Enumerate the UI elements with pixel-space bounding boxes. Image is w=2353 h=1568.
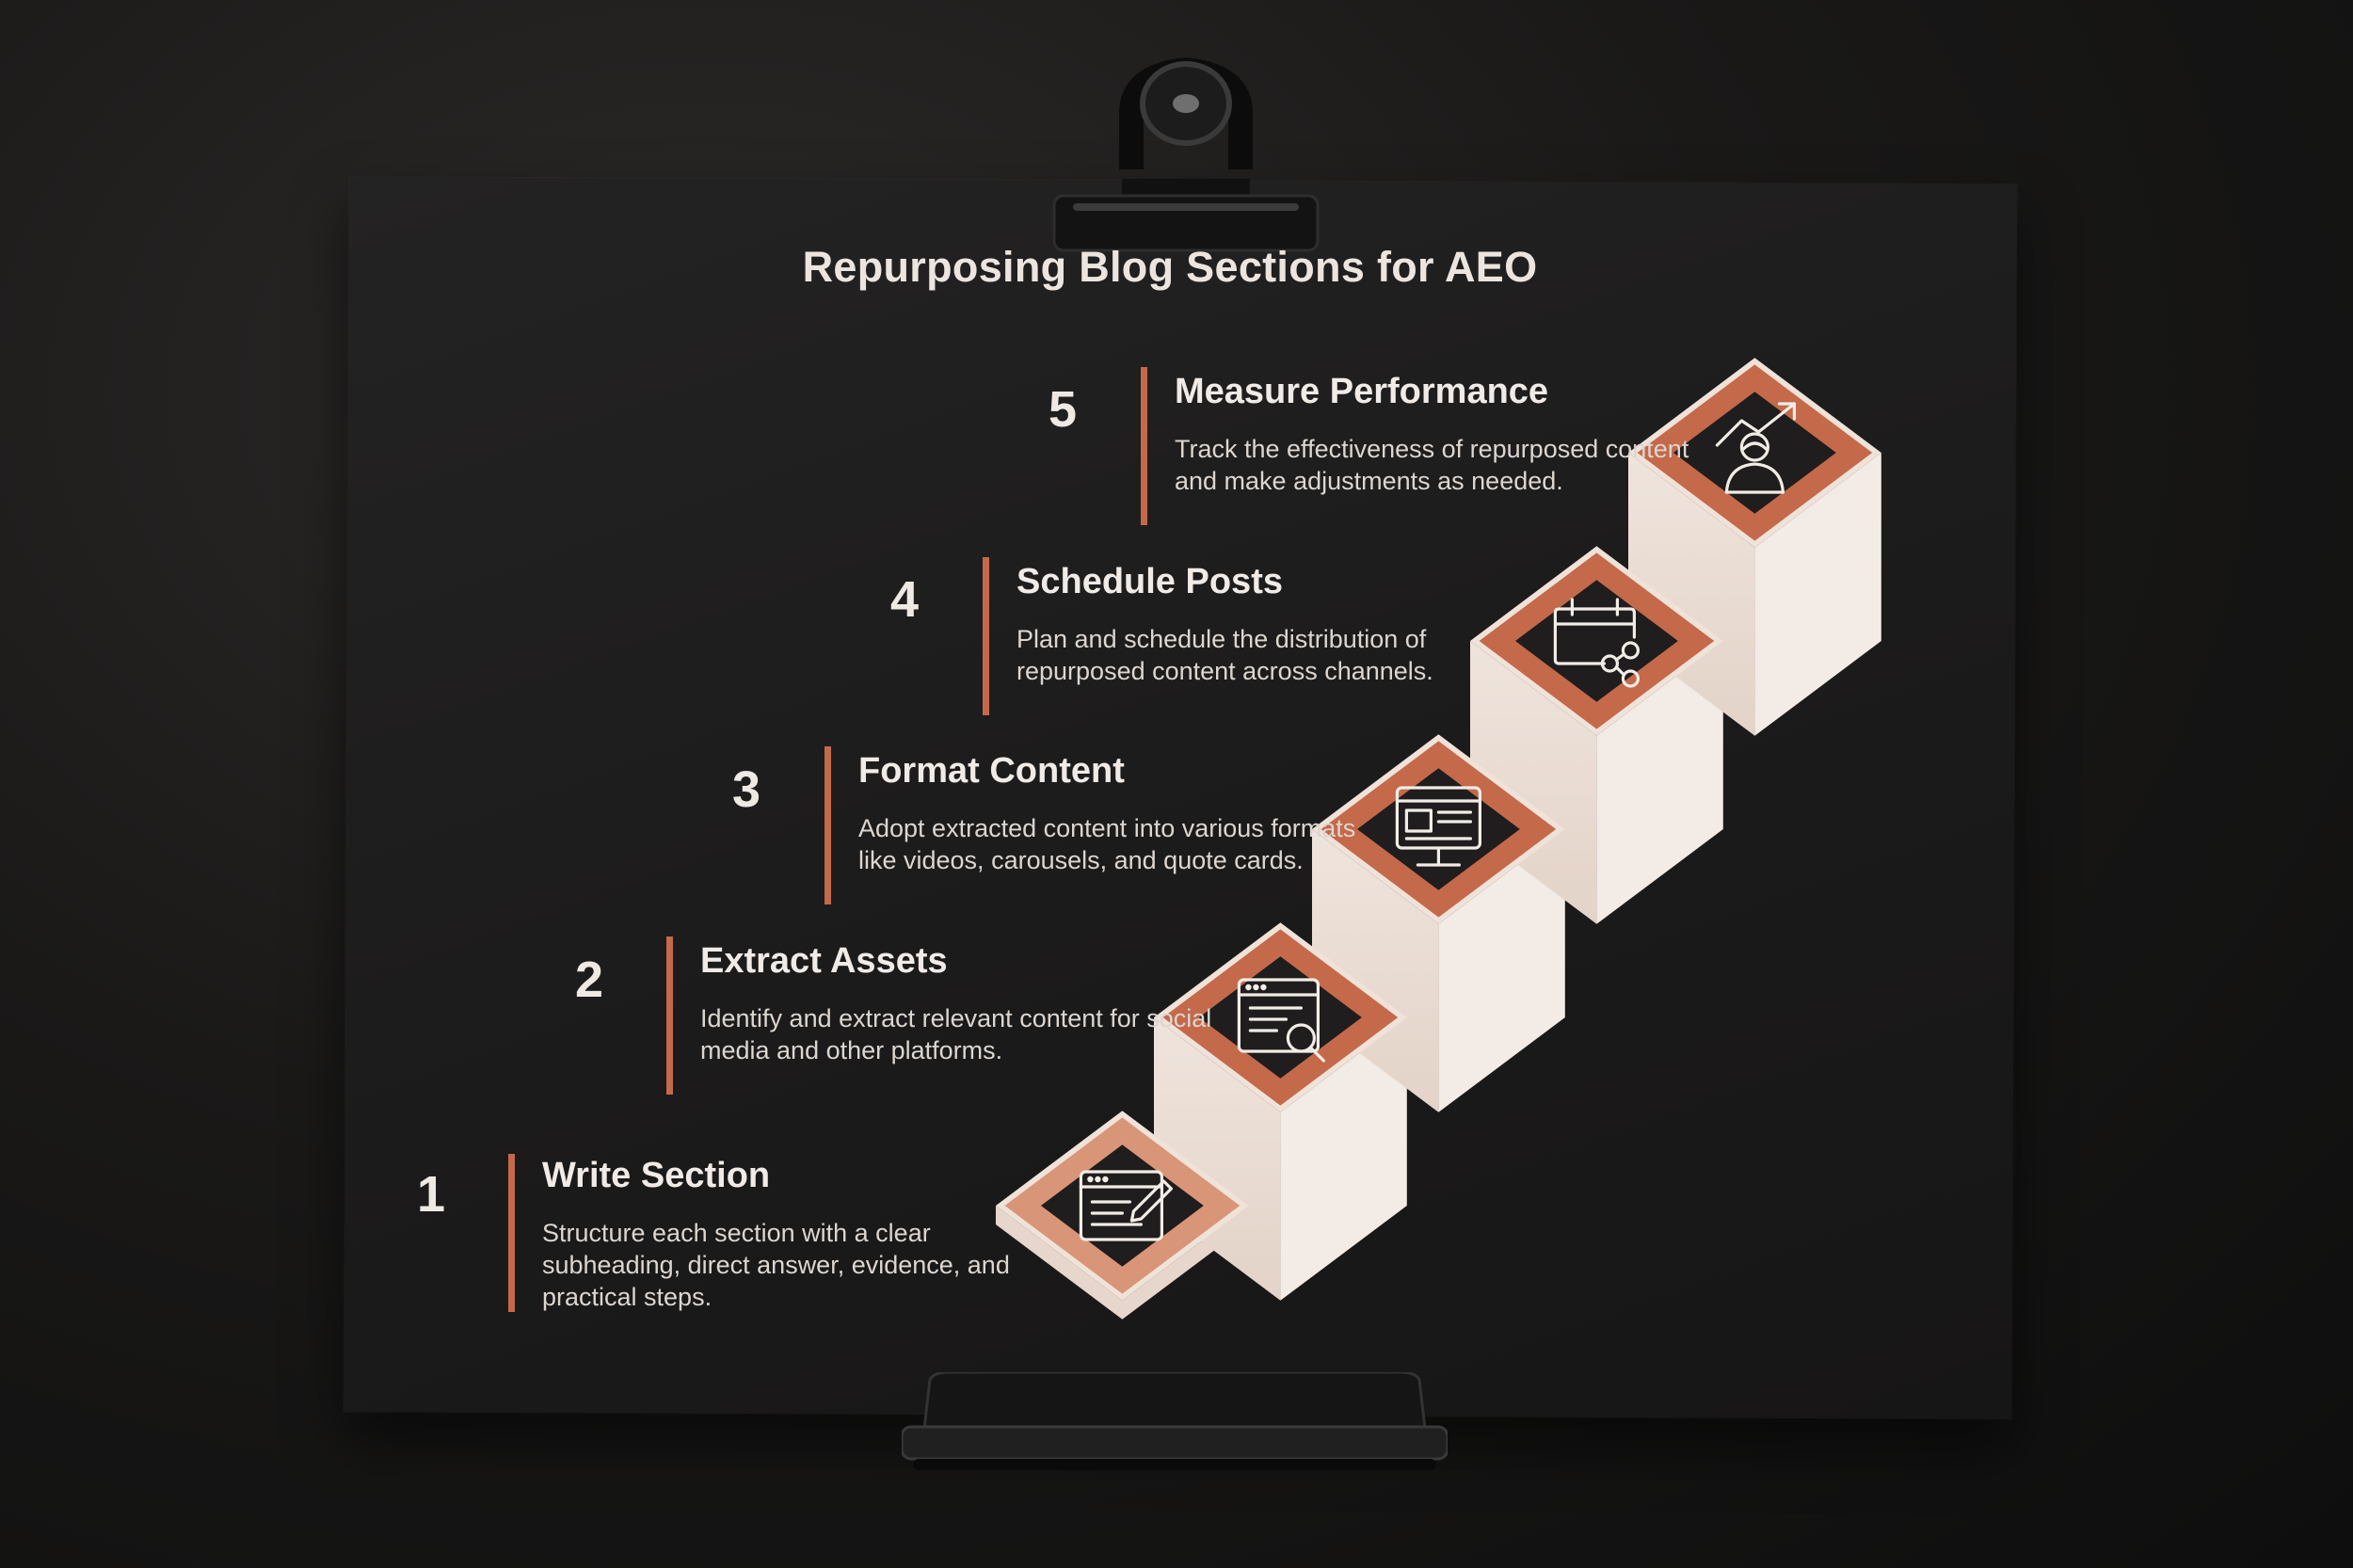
- step-4-divider: [983, 557, 989, 715]
- step-4-number: 4: [867, 570, 942, 629]
- step-4-title: Schedule Posts: [1016, 562, 1283, 602]
- step-1-title: Write Section: [542, 1156, 770, 1196]
- step-3-number: 3: [709, 760, 784, 819]
- step-1-description: Structure each section with a clear subh…: [542, 1217, 1069, 1313]
- step-3-divider: [824, 746, 831, 904]
- step-5-divider: [1141, 367, 1147, 525]
- step-4-description: Plan and schedule the distribution of re…: [1016, 623, 1544, 687]
- step-2-number: 2: [552, 951, 627, 1009]
- step-2-divider: [666, 936, 673, 1095]
- step-5-description: Track the effectiveness of repurposed co…: [1175, 433, 1702, 497]
- step-1-number: 1: [393, 1165, 469, 1224]
- step-5-title: Measure Performance: [1175, 372, 1548, 412]
- step-2-description: Identify and extract relevant content fo…: [700, 1002, 1227, 1066]
- step-2-title: Extract Assets: [700, 941, 948, 982]
- step-3-description: Adopt extracted content into various for…: [858, 812, 1385, 876]
- step-1-divider: [508, 1154, 515, 1312]
- step-5-number: 5: [1025, 380, 1100, 439]
- step-3-title: Format Content: [858, 751, 1125, 792]
